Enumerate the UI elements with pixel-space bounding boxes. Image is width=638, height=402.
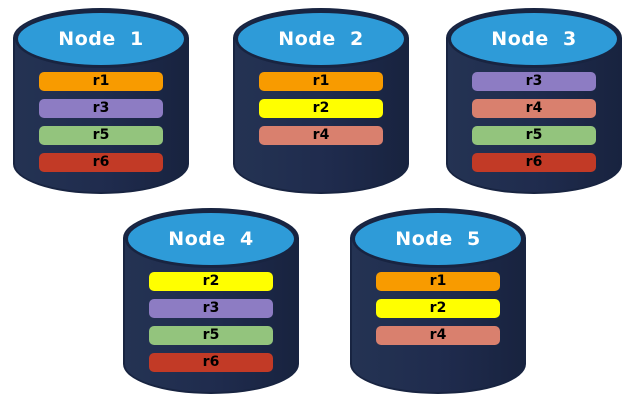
replica-list: r1 r3 r5 r6: [39, 72, 163, 172]
replica-bar: r6: [149, 353, 273, 372]
replica-bar: r5: [472, 126, 596, 145]
replica-label: r3: [202, 300, 220, 316]
database-node: Node 4 r2 r3 r5 r6: [123, 208, 299, 394]
replica-label: r6: [202, 354, 220, 370]
node-label: Node 1: [58, 28, 144, 50]
replica-list: r2 r3 r5 r6: [149, 272, 273, 372]
node-label: Node 4: [168, 228, 254, 250]
replica-label: r6: [92, 154, 110, 170]
replica-bar: r4: [376, 326, 500, 345]
replica-bar: r4: [472, 99, 596, 118]
replica-bar: r3: [472, 72, 596, 91]
replica-label: r5: [92, 127, 110, 143]
cylinder-top-ellipse: Node 4: [125, 210, 297, 268]
cylinder-top-ellipse: Node 5: [352, 210, 524, 268]
replica-bar: r2: [376, 299, 500, 318]
replica-bar: r6: [472, 153, 596, 172]
node-label: Node 3: [491, 28, 577, 50]
replica-bar: r3: [149, 299, 273, 318]
replica-list: r1 r2 r4: [376, 272, 500, 345]
replica-bar: r1: [39, 72, 163, 91]
database-node: Node 1 r1 r3 r5 r6: [13, 8, 189, 194]
cylinder-top-ellipse: Node 3: [448, 10, 620, 68]
cylinder-top-ellipse: Node 1: [15, 10, 187, 68]
database-node: Node 5 r1 r2 r4: [350, 208, 526, 394]
database-node: Node 3 r3 r4 r5 r6: [446, 8, 622, 194]
replica-bar: r3: [39, 99, 163, 118]
replica-bar: r2: [149, 272, 273, 291]
replica-bar: r2: [259, 99, 383, 118]
node-label: Node 5: [395, 228, 481, 250]
replica-label: r1: [429, 273, 447, 289]
replica-label: r4: [525, 100, 543, 116]
replica-label: r1: [92, 73, 110, 89]
replica-bar: r4: [259, 126, 383, 145]
replica-label: r3: [525, 73, 543, 89]
replica-label: r1: [312, 73, 330, 89]
replica-label: r2: [202, 273, 220, 289]
replica-label: r2: [429, 300, 447, 316]
replica-bar: r5: [39, 126, 163, 145]
replica-bar: r1: [376, 272, 500, 291]
replica-label: r2: [312, 100, 330, 116]
replica-label: r4: [429, 327, 447, 343]
replica-label: r4: [312, 127, 330, 143]
replica-bar: r6: [39, 153, 163, 172]
replica-bar: r5: [149, 326, 273, 345]
replica-label: r5: [525, 127, 543, 143]
cylinder-top-ellipse: Node 2: [235, 10, 407, 68]
replica-list: r1 r2 r4: [259, 72, 383, 145]
database-node: Node 2 r1 r2 r4: [233, 8, 409, 194]
replica-label: r5: [202, 327, 220, 343]
replica-bar: r1: [259, 72, 383, 91]
replica-label: r6: [525, 154, 543, 170]
replica-label: r3: [92, 100, 110, 116]
replica-list: r3 r4 r5 r6: [472, 72, 596, 172]
node-label: Node 2: [278, 28, 364, 50]
